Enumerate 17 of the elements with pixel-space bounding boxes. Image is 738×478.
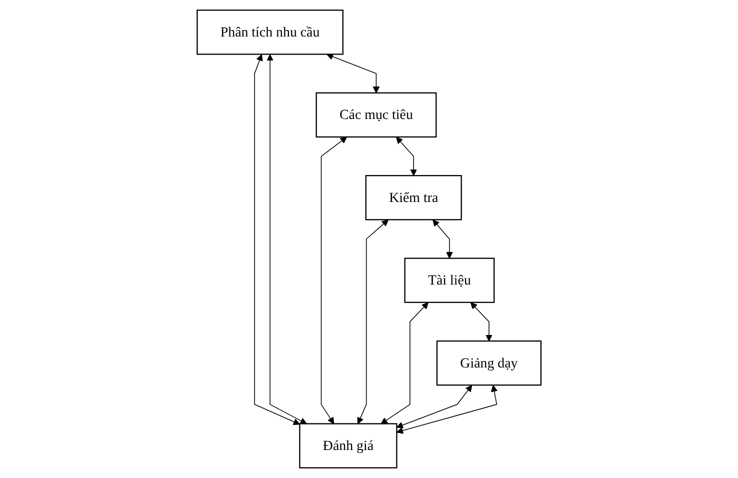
arrow — [357, 220, 388, 424]
node-box: Các mục tiêu — [316, 92, 437, 138]
node-box: Giảng dạy — [436, 340, 542, 386]
arrow — [396, 385, 472, 428]
arrow — [432, 220, 453, 259]
node-box: Phân tích nhu cầu — [196, 10, 344, 55]
node-box: Tài liệu — [404, 258, 495, 303]
arrow — [266, 54, 307, 424]
arrow — [254, 54, 300, 425]
arrow — [320, 136, 347, 424]
arrow — [470, 302, 492, 342]
arrow — [326, 53, 380, 94]
arrow — [396, 385, 498, 434]
node-box: Đánh giá — [299, 423, 398, 468]
arrow — [396, 136, 417, 176]
node-box: Kiểm tra — [365, 175, 462, 220]
arrow — [380, 302, 428, 424]
